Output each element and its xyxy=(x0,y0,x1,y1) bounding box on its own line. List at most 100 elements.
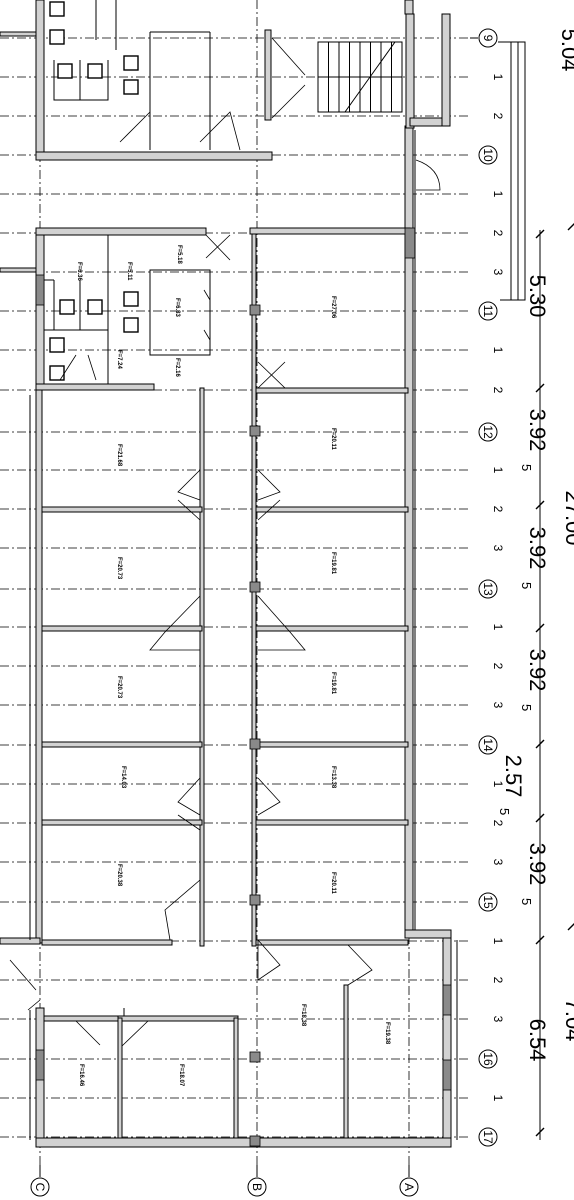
room-label: F=7.24 xyxy=(116,350,122,370)
dimension-chain xyxy=(498,41,574,1140)
axis-bubble-14: 14 xyxy=(478,735,498,755)
dimension-overall: 7.04 xyxy=(561,999,574,1042)
room-label: F=5.11 xyxy=(126,262,132,281)
wall-lower xyxy=(41,939,173,946)
axis-bubbles-numbered: 9 10 11 12 13 14 15 16 17 xyxy=(470,28,498,1147)
wc-fixtures xyxy=(44,0,211,384)
svg-text:2: 2 xyxy=(491,820,505,827)
room-label: F=18.38 xyxy=(300,1004,306,1027)
dimension-label: 5.30 xyxy=(525,275,550,318)
svg-text:1: 1 xyxy=(491,938,505,945)
svg-text:12: 12 xyxy=(481,425,495,439)
svg-text:1: 1 xyxy=(491,467,505,474)
axis-bubble-10: 10 xyxy=(478,145,498,165)
dimension-label: 3.92 xyxy=(525,409,550,452)
room-label: F=14.03 xyxy=(120,766,126,789)
wall-c-top xyxy=(35,0,45,161)
svg-text:C: C xyxy=(33,1183,47,1192)
svg-text:9: 9 xyxy=(481,35,495,42)
svg-text:10: 10 xyxy=(481,148,495,162)
svg-text:3: 3 xyxy=(491,269,505,276)
wall-cross xyxy=(255,819,409,826)
axis-bubble-17: 17 xyxy=(478,1127,498,1147)
wall-stub xyxy=(0,937,41,945)
wall-wc-mid-top xyxy=(35,227,207,236)
staircase xyxy=(271,37,403,119)
grid-lines xyxy=(0,0,470,1175)
dimension-sup: 5 xyxy=(519,898,534,905)
axis-bubble-13: 13 xyxy=(478,579,498,599)
wall-stub xyxy=(0,31,37,37)
dimension-sup: 5 xyxy=(497,808,512,815)
dimension-sup: 5 xyxy=(519,704,534,711)
svg-text:1: 1 xyxy=(491,74,505,81)
wall-cross xyxy=(41,741,203,748)
wall-corridor-c xyxy=(199,387,205,947)
room-label: F=19.38 xyxy=(384,1022,390,1045)
room-labels: F=6.36 F=5.11 F=5.18 F=6.83 F=7.24 F=2.1… xyxy=(76,245,390,1087)
windows xyxy=(29,130,458,1140)
wall-wc-top-bottom xyxy=(35,151,273,161)
wall-room1-top xyxy=(249,227,411,235)
svg-text:3: 3 xyxy=(491,1016,505,1023)
room-label: F=20.11 xyxy=(330,872,336,895)
wall-wc-mid-bottom xyxy=(35,383,155,391)
svg-text:1: 1 xyxy=(491,781,505,788)
axis-bubble-c: C xyxy=(30,1165,50,1197)
doors xyxy=(9,111,441,1047)
wall-cross xyxy=(255,625,409,632)
wall-lower xyxy=(233,1017,239,1139)
svg-text:13: 13 xyxy=(481,582,495,596)
dimension-label: 3.92 xyxy=(525,527,550,570)
svg-text:1: 1 xyxy=(491,624,505,631)
dimension-label: 2.57 xyxy=(501,755,526,798)
svg-text:11: 11 xyxy=(481,305,495,318)
svg-text:2: 2 xyxy=(491,506,505,513)
room-label: F=16.46 xyxy=(78,1064,84,1087)
svg-text:3: 3 xyxy=(491,545,505,552)
wall-cross xyxy=(41,506,203,513)
svg-text:2: 2 xyxy=(491,663,505,670)
dimension-texts: 5.04 5.30 3.92 5 27.00 3.92 5 3.92 5 2.5… xyxy=(497,29,574,1062)
svg-text:3: 3 xyxy=(491,859,505,866)
svg-text:1: 1 xyxy=(491,191,505,198)
room-label: F=6.36 xyxy=(76,262,82,282)
dimension-sup: 5 xyxy=(519,582,534,589)
dimension-overall: 27.00 xyxy=(561,490,574,545)
wall-cross xyxy=(41,819,203,826)
wall-lower xyxy=(343,984,349,1139)
svg-text:2: 2 xyxy=(491,230,505,237)
svg-text:2: 2 xyxy=(491,113,505,120)
wall-cross xyxy=(41,625,203,632)
wall-a-top xyxy=(404,0,414,15)
axis-bubble-a: A xyxy=(399,1165,419,1197)
svg-text:B: B xyxy=(250,1183,264,1191)
room-label: F=13.38 xyxy=(330,766,336,789)
wall-cross xyxy=(255,506,409,513)
svg-text:14: 14 xyxy=(481,738,495,752)
wall-cross xyxy=(255,387,409,394)
room-label: F=19.81 xyxy=(330,672,336,695)
axis-bubble-12: 12 xyxy=(478,422,498,442)
wall-lower xyxy=(117,1015,239,1022)
svg-text:1: 1 xyxy=(491,1095,505,1102)
dimension-label: 3.92 xyxy=(525,649,550,692)
axis-bubble-9: 9 xyxy=(470,28,498,48)
room-label: F=20.11 xyxy=(330,428,336,451)
wall-lower xyxy=(43,1015,119,1022)
wall-a-bottom xyxy=(442,935,452,1147)
svg-text:17: 17 xyxy=(481,1130,495,1144)
room-label: F=2.16 xyxy=(174,358,180,378)
svg-text:1: 1 xyxy=(491,347,505,354)
wall-stub xyxy=(0,267,37,273)
dimension-label: 6.54 xyxy=(525,1019,550,1062)
wall-lower xyxy=(117,1017,123,1139)
wall-stair-right xyxy=(441,13,451,127)
wall-stair-a xyxy=(405,13,415,129)
svg-text:A: A xyxy=(402,1183,416,1191)
svg-text:15: 15 xyxy=(481,895,495,909)
svg-text:2: 2 xyxy=(491,977,505,984)
room-label: F=6.83 xyxy=(174,298,180,318)
